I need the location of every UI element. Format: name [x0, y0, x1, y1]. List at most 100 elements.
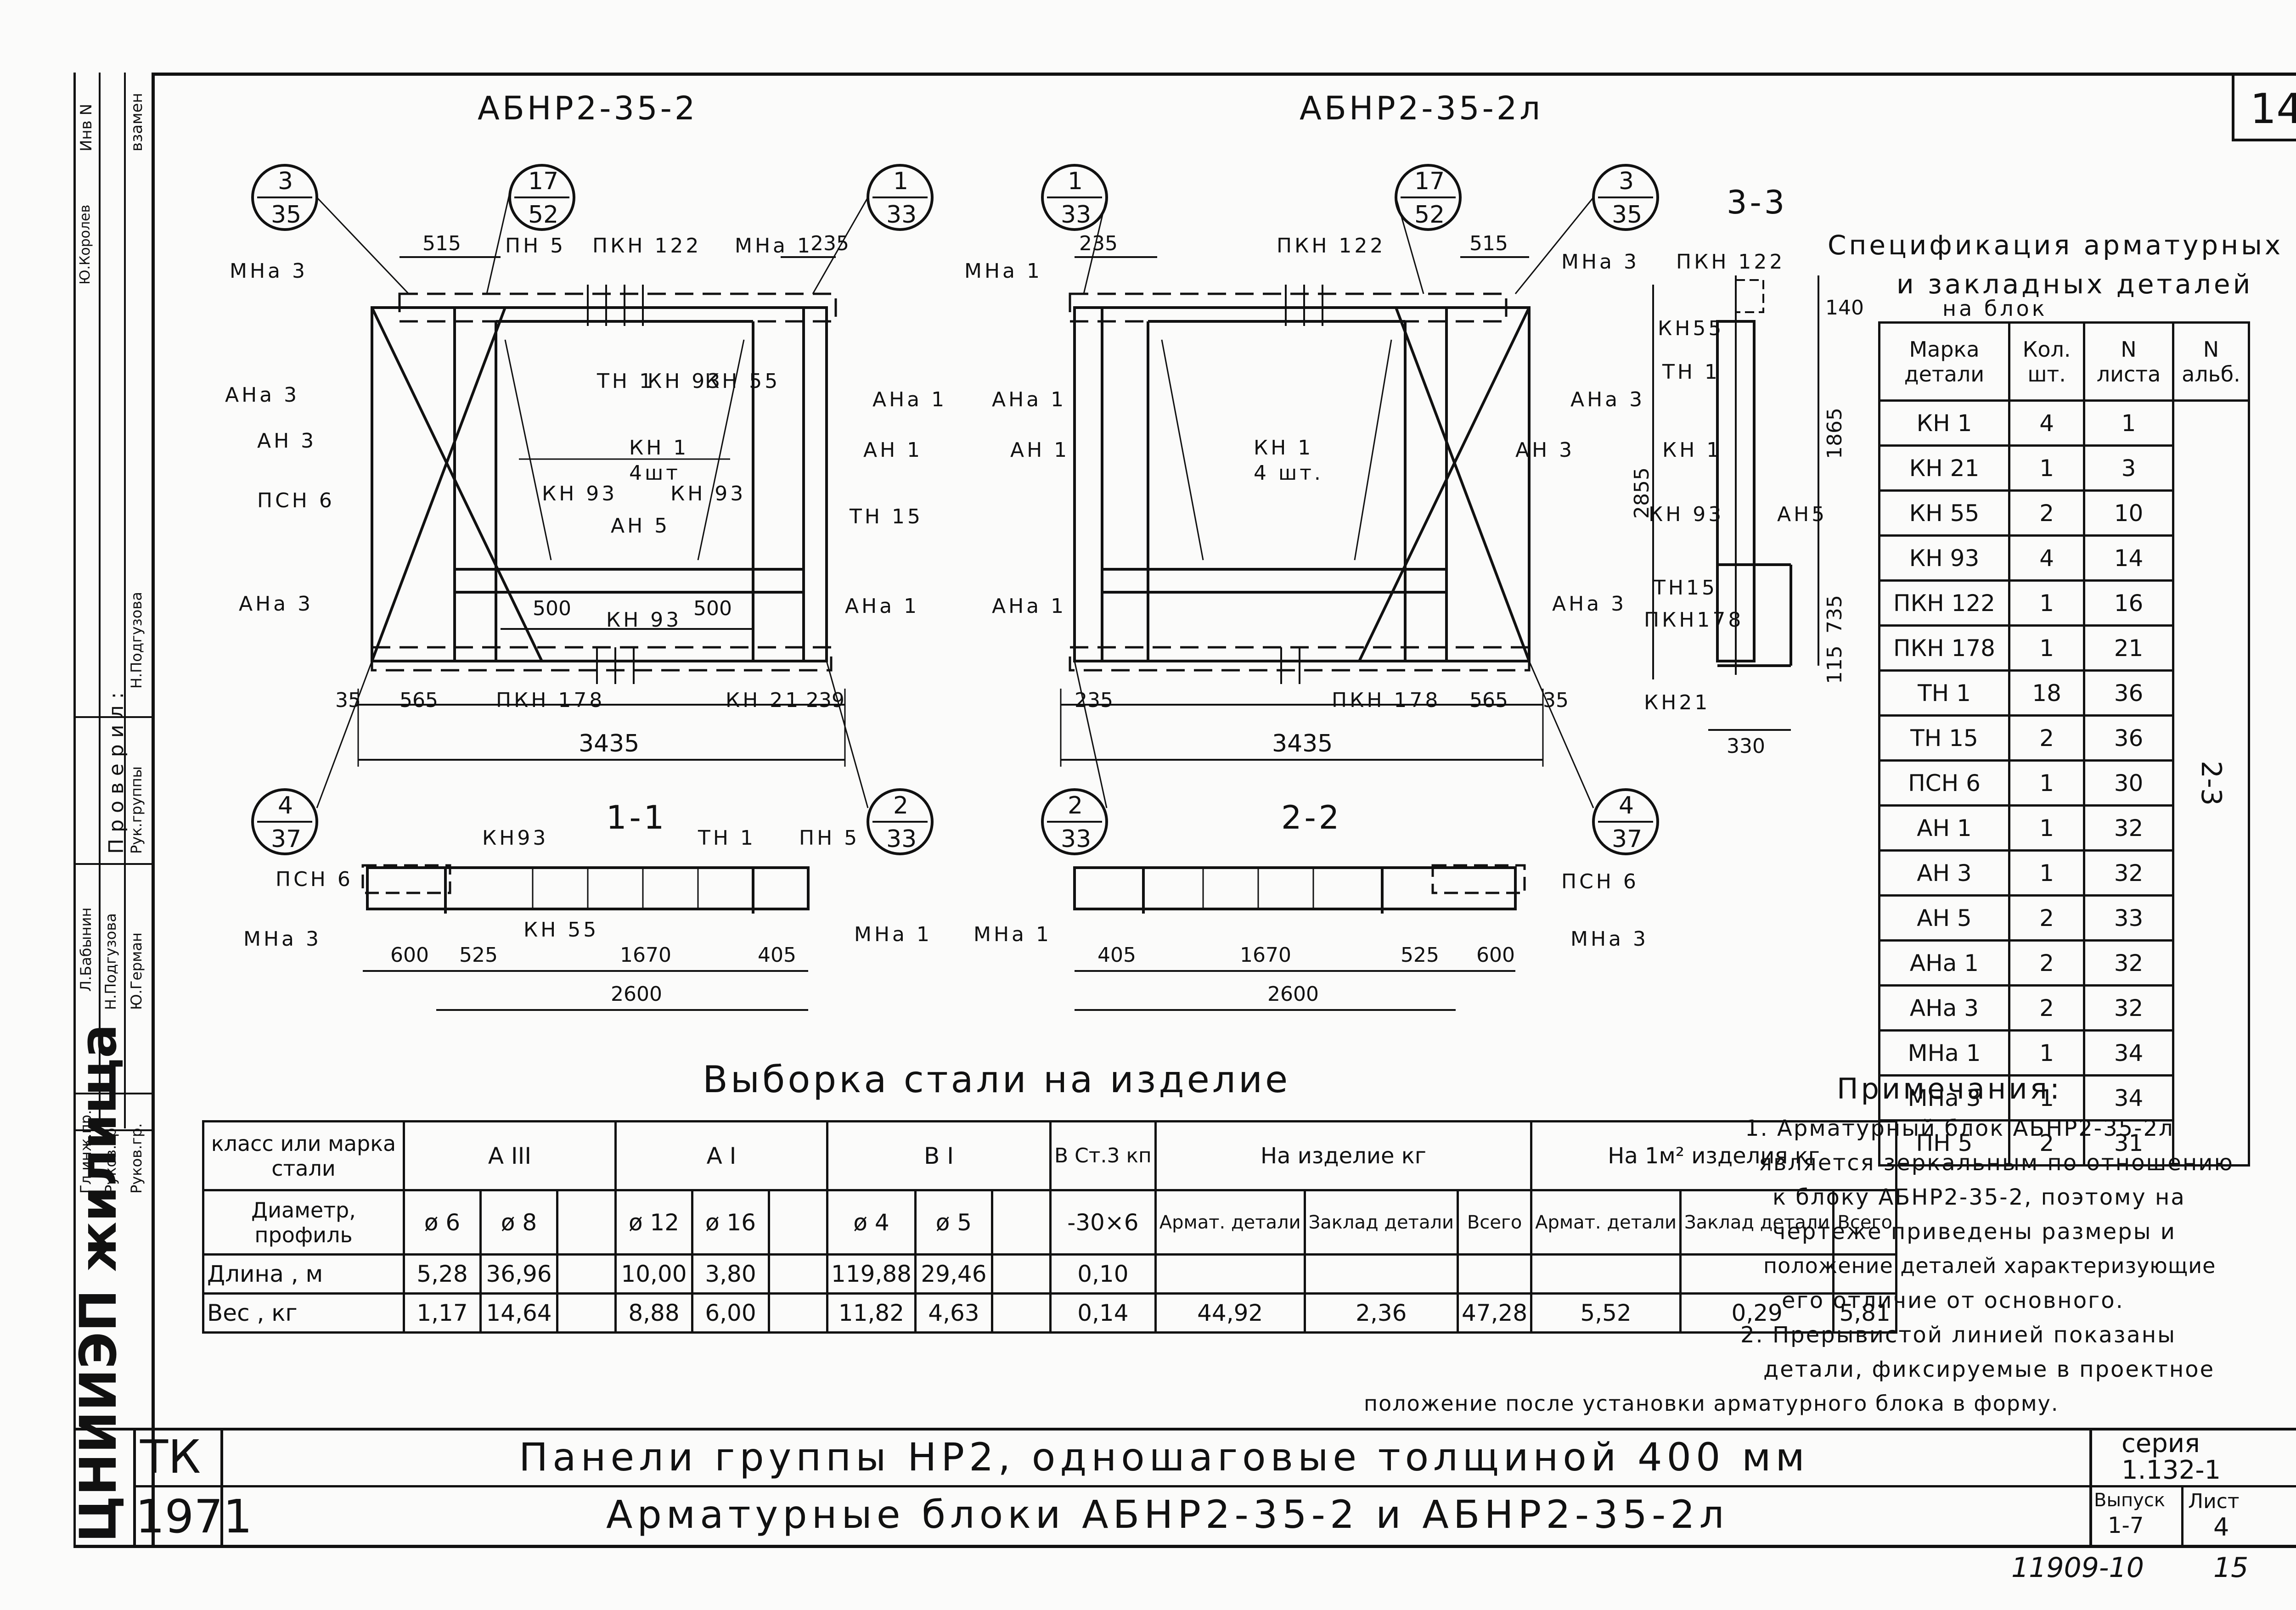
s22-d405: 405: [1097, 943, 1136, 967]
dim-3435: 3435: [579, 730, 640, 757]
steel-diam-cell: [768, 1189, 828, 1256]
s11-kn93: КН93: [482, 826, 549, 850]
r-label-ana3b: АНа 3: [1552, 592, 1627, 616]
spec-cell-qty: 1: [2008, 624, 2086, 672]
spec-cell-qty: 2: [2008, 1119, 2086, 1167]
spec-title-1: Спецификация арматурных: [1828, 230, 2284, 261]
footer-page: 15: [2213, 1552, 2249, 1584]
steel-h-per-item: На изделие кг: [1154, 1120, 1533, 1191]
callout-1-33-bottom: 33: [886, 201, 917, 229]
stamp-col-2: [124, 73, 126, 1128]
spec-table: Марка детали Кол. шт. N листа N альб. КН…: [1878, 321, 2251, 1167]
s33-d1865: 1865: [1823, 408, 1846, 459]
callout-2-33-top: 2: [893, 792, 909, 819]
r-label-ana3: АНа 3: [1570, 388, 1645, 411]
s22-psn6: ПСН 6: [1561, 870, 1639, 893]
steel-len-cell: 5,28: [403, 1253, 482, 1295]
spec-cell-qty: 1: [2008, 804, 2086, 852]
steel-wt-cell: [768, 1292, 828, 1334]
spec-cell-sheet: 30: [2083, 759, 2174, 807]
spec-cell-mark: ПСН 6: [1878, 759, 2010, 807]
steel-row-len: Длина , м: [202, 1253, 405, 1295]
callout-r-2-33-top: 2: [1068, 792, 1083, 819]
note-2-line-1: 2. Прерывистой линией показаны: [1740, 1322, 2176, 1348]
spec-cell-sheet: 34: [2083, 1029, 2174, 1077]
label-kn93b: КН 93: [542, 482, 618, 505]
steel-sub-header: Армат. детали: [1530, 1189, 1682, 1256]
steel-h-per-m2: На 1м² изделия кг: [1530, 1120, 1897, 1191]
steel-diam-cell: [990, 1189, 1052, 1256]
steel-len-cell: 36,96: [479, 1253, 558, 1295]
callout-r-17-52-top: 17: [1414, 168, 1445, 195]
s33-kn93: КН 93: [1649, 503, 1724, 526]
spec-cell-mark: ПКН 178: [1878, 624, 2010, 672]
s33-tn15: ТН15: [1653, 576, 1717, 600]
label-psn6: ПСН 6: [257, 489, 335, 512]
titleblock-mid: [133, 1485, 2296, 1487]
label-tn15: ТН 15: [850, 505, 923, 528]
note-1-line-6: его отличие от основного.: [1782, 1288, 2124, 1313]
titleblock-issue-label: Выпуск: [2094, 1490, 2165, 1511]
spec-cell-qty: 1: [2008, 849, 2086, 897]
s11-d600: 600: [390, 943, 429, 967]
spec-cell-mark: КН 93: [1878, 534, 2010, 582]
spec-cell-mark: ТН 15: [1878, 714, 2010, 762]
steel-h-a3: А III: [403, 1120, 617, 1191]
stamp-col-4: [73, 863, 154, 865]
callout-2-33-bottom: 33: [886, 825, 917, 853]
steel-len-cell: 10,00: [614, 1253, 693, 1295]
dim-515: 515: [422, 232, 461, 255]
s11-kn55: КН 55: [523, 918, 599, 942]
section-33-title: 3-3: [1727, 184, 1788, 221]
s11-mna3: МНа 3: [243, 927, 321, 951]
titleblock-issue-value: 1-7: [2108, 1513, 2144, 1538]
spec-cell-mark: АН 3: [1878, 849, 2010, 897]
s33-kn1: КН 1: [1662, 438, 1722, 462]
label-pkn178: ПКН 178: [496, 689, 605, 712]
callout-17-52-top: 17: [528, 168, 559, 195]
spec-cell-sheet: 21: [2083, 624, 2174, 672]
spec-cell-qty: 18: [2008, 669, 2086, 717]
titleblock-line-1: Панели группы НР2, одношаговые толщиной …: [519, 1435, 1809, 1480]
s11-d1670: 1670: [620, 943, 671, 967]
dim-239: 239: [806, 689, 844, 712]
spec-cell-mark: КН 55: [1878, 489, 2010, 537]
spec-cell-qty: 2: [2008, 984, 2086, 1032]
callout-17-52-bottom: 52: [528, 201, 559, 229]
spec-cell-mark: АН 1: [1878, 804, 2010, 852]
steel-sub-header: Заклад детали: [1679, 1189, 1835, 1256]
steel-total-cell: 47,28: [1457, 1292, 1533, 1334]
r-label-an3: АН 3: [1515, 438, 1575, 462]
spec-cell-sheet: 32: [2083, 849, 2174, 897]
steel-diam-cell: ø 5: [914, 1189, 993, 1256]
steel-title: Выборка стали на изделие: [703, 1058, 1291, 1101]
s33-d735: 735: [1823, 595, 1846, 634]
label-ana1b: АНа 1: [845, 595, 920, 618]
steel-row-wt: Вес , кг: [202, 1292, 405, 1334]
callout-r-3-35-bottom: 35: [1612, 201, 1643, 229]
spec-cell-sheet: 33: [2083, 894, 2174, 942]
sheet-number-box: [2232, 73, 2296, 141]
spec-cell-mark: КН 21: [1878, 444, 2010, 492]
spec-cell-mark: МНа 1: [1878, 1029, 2010, 1077]
titleblock-v4: [2181, 1487, 2183, 1547]
callout-r-4-37-top: 4: [1619, 792, 1634, 819]
steel-total-cell: 2,36: [1303, 1292, 1459, 1334]
s22-d600: 600: [1476, 943, 1515, 967]
steel-h-vst: В Ст.3 кп: [1049, 1120, 1157, 1191]
steel-table: класс или марка стали А III А I В I В Ст…: [202, 1120, 1897, 1334]
label-ana3: АНа 3: [225, 383, 300, 407]
titleblock-sheet-label: Лист: [2188, 1490, 2240, 1513]
steel-len-cell: [990, 1253, 1052, 1295]
steel-empty-cell: [1530, 1253, 1682, 1295]
titleblock-v2: [220, 1428, 223, 1547]
right-block-outline: [1073, 306, 1531, 662]
steel-diam-cell: ø 8: [479, 1189, 558, 1256]
s11-d405: 405: [758, 943, 796, 967]
